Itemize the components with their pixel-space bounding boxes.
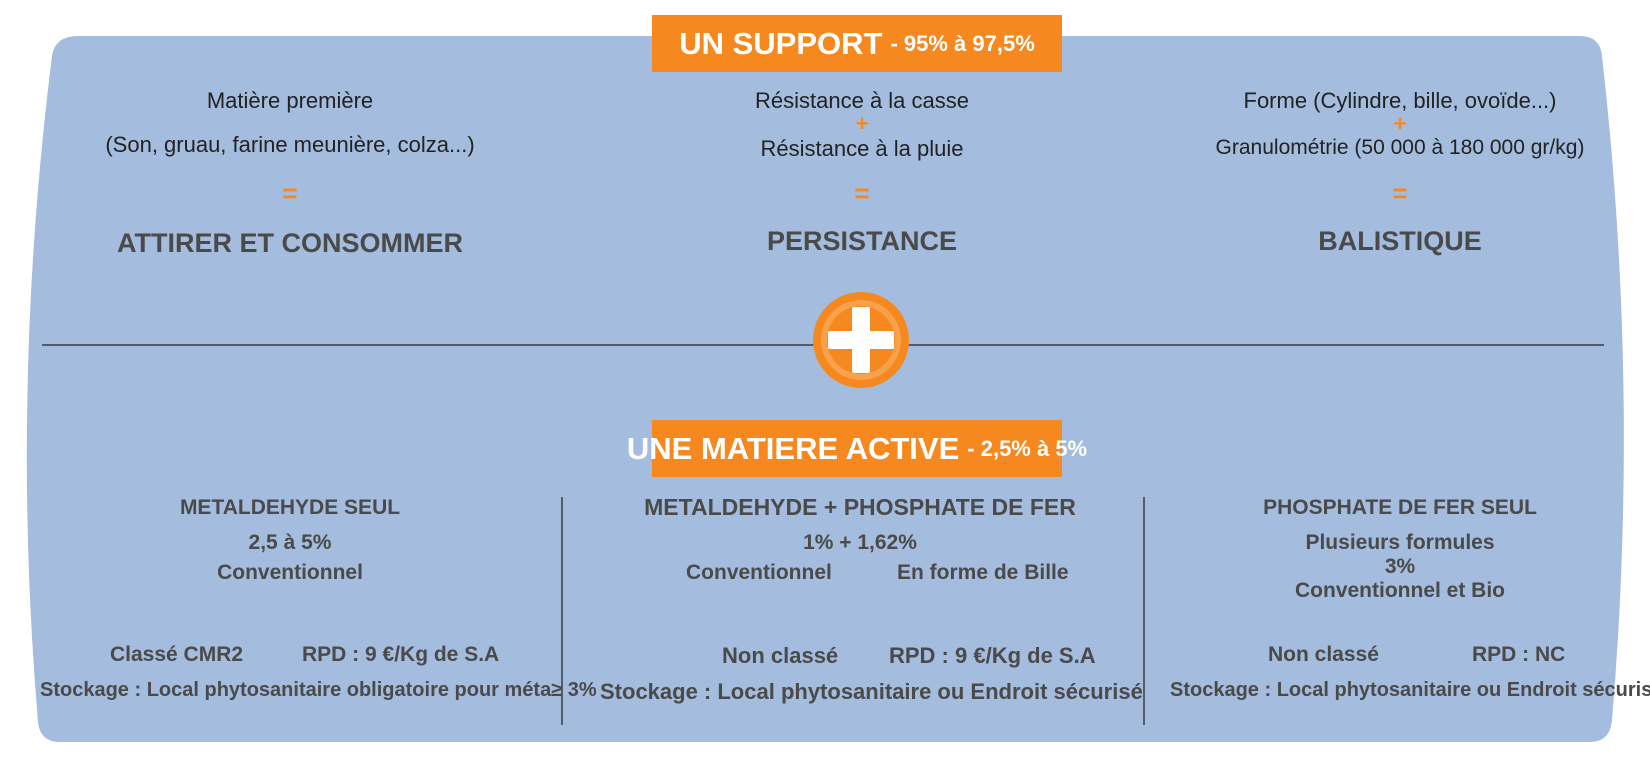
active-column-metaldehyde: METALDEHYDE SEUL 2,5 à 5% Conventionnel … — [40, 0, 597, 760]
active-col1-type: Conventionnel — [217, 561, 363, 584]
active-col2-storage: Stockage : Local phytosanitaire ou Endro… — [600, 679, 1143, 704]
active-column-mixed: METALDEHYDE + PHOSPHATE DE FER 1% + 1,62… — [600, 0, 1143, 760]
active-col3-dose: 3% — [1384, 555, 1416, 578]
support-column-persistence: Résistance à la casse + Résistance à la … — [662, 0, 1062, 300]
active-col1-title: METALDEHYDE SEUL — [179, 496, 401, 519]
vertical-divider — [561, 497, 563, 725]
active-column-iron-phosphate: PHOSPHATE DE FER SEUL Plusieurs formules… — [1170, 0, 1650, 760]
active-col3-type: Conventionnel et Bio — [1295, 579, 1505, 602]
active-col1-dose: 2,5 à 5% — [248, 531, 332, 554]
equals-sign: = — [282, 178, 298, 208]
support-col1-line1: Matière première — [206, 88, 374, 113]
active-col1-class: Classé CMR2 — [110, 643, 244, 666]
active-col2-rpd: RPD : 9 €/Kg de S.A — [889, 643, 1096, 668]
support-col3-line1: Forme (Cylindre, bille, ovoïde...) — [1243, 88, 1557, 113]
plus-sign: + — [855, 111, 869, 136]
active-col3-formulas: Plusieurs formules — [1305, 531, 1495, 554]
vertical-divider — [1143, 497, 1145, 725]
support-col2-line1: Résistance à la casse — [755, 88, 969, 113]
active-col2-type2: En forme de Bille — [897, 561, 1069, 584]
support-banner-range: - 95% à 97,5% — [890, 30, 1035, 56]
plus-sign: + — [1393, 111, 1407, 136]
support-col1-line2: (Son, gruau, farine meunière, colza...) — [105, 132, 475, 157]
active-banner-range: - 2,5% à 5% — [967, 435, 1088, 461]
concept-ballistic: BALISTIQUE — [1318, 226, 1482, 256]
active-banner-title: UNE MATIERE ACTIVE — [626, 430, 960, 466]
active-col2-type: Conventionnel — [686, 561, 832, 584]
equals-sign: = — [1392, 178, 1408, 208]
active-col1-rpd: RPD : 9 €/Kg de S.A — [302, 643, 500, 666]
support-col3-line2: Granulométrie (50 000 à 180 000 gr/kg) — [1215, 136, 1585, 159]
active-col3-rpd: RPD : NC — [1472, 643, 1566, 666]
concept-attract: ATTIRER ET CONSOMMER — [117, 228, 463, 258]
active-col3-storage: Stockage : Local phytosanitaire ou Endro… — [1170, 679, 1650, 701]
active-col2-title: METALDEHYDE + PHOSPHATE DE FER — [644, 494, 1076, 520]
support-col2-line2: Résistance à la pluie — [760, 136, 964, 161]
active-banner: UNE MATIERE ACTIVE - 2,5% à 5% — [627, 420, 1087, 477]
support-column-ballistic: Forme (Cylindre, bille, ovoïde...) + Gra… — [1180, 0, 1620, 300]
active-col2-dose: 1% + 1,62% — [803, 531, 917, 554]
active-col3-class: Non classé — [1268, 643, 1379, 666]
active-col1-storage: Stockage : Local phytosanitaire obligato… — [40, 679, 597, 701]
support-banner-title: UN SUPPORT — [679, 25, 883, 61]
equals-sign: = — [854, 178, 870, 208]
active-col3-title: PHOSPHATE DE FER SEUL — [1263, 496, 1537, 519]
active-col2-class: Non classé — [722, 643, 839, 668]
plus-icon — [813, 292, 909, 388]
support-banner: UN SUPPORT - 95% à 97,5% — [652, 15, 1062, 72]
concept-persistence: PERSISTANCE — [766, 226, 958, 256]
support-column-attract: Matière première (Son, gruau, farine meu… — [80, 0, 500, 300]
